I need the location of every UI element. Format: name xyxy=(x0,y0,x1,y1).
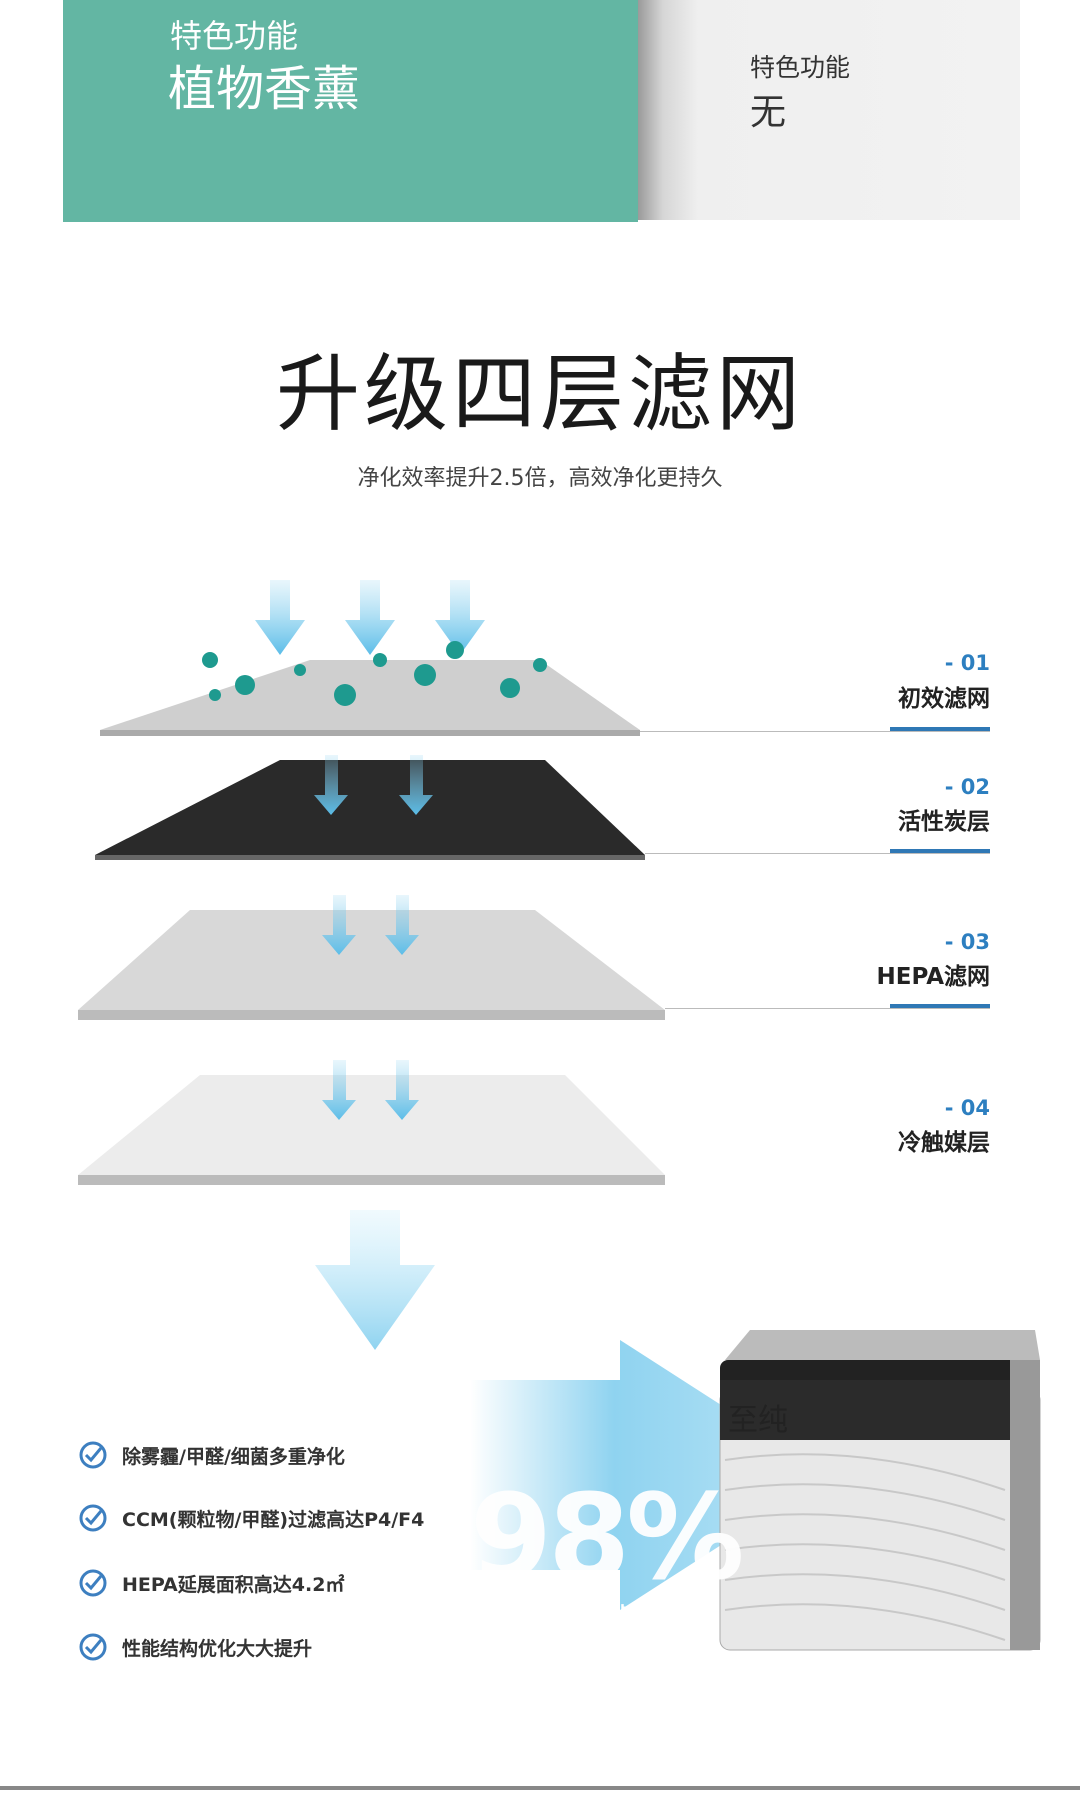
efficiency-label: 有效过滤 xyxy=(500,1602,636,1642)
feature-item: 性能结构优化大大提升 xyxy=(78,1632,312,1662)
airflow-arrows xyxy=(255,580,485,1350)
bottom-divider xyxy=(0,1786,1080,1790)
layer-number: - 03 xyxy=(944,930,990,954)
layer-1-prefilter xyxy=(100,660,640,736)
layer-underline xyxy=(890,727,990,731)
filter-layers-illustration xyxy=(78,580,1041,1651)
layer-leader-line xyxy=(665,1008,990,1009)
feature-item: 除雾霾/甲醛/细菌多重净化 xyxy=(78,1440,345,1470)
layer-underline xyxy=(890,849,990,853)
product-brand-logo: 至纯 xyxy=(728,1403,788,1438)
layer-number: - 02 xyxy=(944,775,990,799)
feature-text: 性能结构优化大大提升 xyxy=(122,1637,313,1660)
feature-text: CCM(颗粒物/甲醛)过滤高达P4/F4 xyxy=(122,1508,425,1531)
layer-2-carbon xyxy=(95,760,645,860)
layer-name: 冷触媒层 xyxy=(898,1130,990,1156)
check-icon xyxy=(79,1504,107,1532)
feature-item: CCM(颗粒物/甲醛)过滤高达P4/F4 xyxy=(78,1503,424,1533)
layer-number: - 01 xyxy=(944,651,990,675)
feature-text: 除雾霾/甲醛/细菌多重净化 xyxy=(122,1445,345,1468)
layer-number: - 04 xyxy=(944,1096,990,1120)
layer-4-catalyst xyxy=(78,1075,665,1185)
section-subtitle: 净化效率提升2.5倍，高效净化更持久 xyxy=(357,466,723,491)
feature-label-other: 特色功能 xyxy=(750,53,851,82)
layer-name: HEPA滤网 xyxy=(876,964,990,990)
layer-name: 初效滤网 xyxy=(898,686,990,712)
feature-card-ours xyxy=(63,0,638,222)
check-icon xyxy=(79,1633,107,1661)
particles xyxy=(202,641,547,706)
feature-value: 植物香薰 xyxy=(168,61,361,117)
check-icon xyxy=(79,1569,107,1597)
air-purifier-product xyxy=(719,1330,1041,1651)
layer-leader-line xyxy=(645,853,990,854)
feature-text: HEPA延展面积高达4.2㎡ xyxy=(122,1573,345,1596)
section-title: 升级四层滤网 xyxy=(275,345,804,443)
feature-value-other: 无 xyxy=(750,92,787,133)
layer-underline xyxy=(890,1004,990,1008)
check-icon xyxy=(79,1441,107,1469)
layer-leader-line xyxy=(640,731,990,732)
layer-name: 活性炭层 xyxy=(898,809,990,835)
efficiency-value: 98% xyxy=(470,1468,744,1606)
efficiency-arrow xyxy=(470,1340,830,1610)
feature-card-other xyxy=(638,0,1020,220)
layer-3-hepa xyxy=(78,910,665,1020)
feature-label: 特色功能 xyxy=(170,17,299,55)
feature-item: HEPA延展面积高达4.2㎡ xyxy=(78,1568,344,1598)
